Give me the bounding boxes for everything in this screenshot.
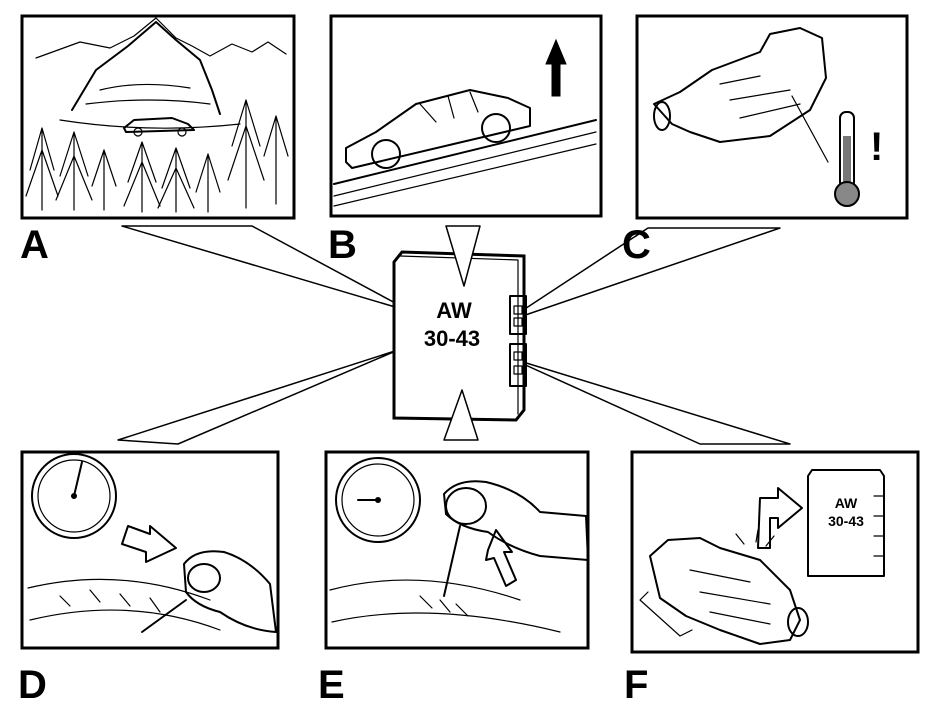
- control-module-body: [392, 250, 526, 422]
- module-label-line2: 30-43: [424, 326, 480, 351]
- panel-e: [324, 450, 590, 650]
- panel-d-frame: [20, 450, 280, 650]
- mountain-road-icon: [25, 17, 289, 213]
- car-uphill-icon: [333, 38, 597, 207]
- panel-a: [20, 14, 296, 220]
- warning-exclamation: !: [870, 125, 883, 169]
- speedometer-accelerator-icon: [27, 453, 277, 633]
- panel-letter-f: F: [624, 663, 648, 707]
- panel-b-frame: [329, 14, 603, 218]
- pointer-a: [121, 225, 413, 313]
- control-module: AW 30-43: [392, 250, 527, 422]
- panel-f-frame: [630, 450, 920, 654]
- panel-d: [20, 450, 280, 650]
- vertical-pointers: [443, 225, 481, 441]
- panel-b: [329, 14, 603, 218]
- pointer-wedges: [117, 225, 791, 445]
- pointer-c: [504, 227, 781, 323]
- panel-c: !: [635, 14, 909, 220]
- pointer-f: [509, 357, 791, 445]
- module-label-line1: AW: [436, 298, 472, 323]
- panel-f-module-line1: AW: [835, 495, 858, 511]
- pointer-b: [445, 225, 481, 287]
- pointer-e: [443, 389, 479, 441]
- panel-f: AW 30-43: [630, 450, 920, 654]
- panel-letter-b: B: [328, 223, 357, 267]
- panel-letter-c: C: [622, 223, 651, 267]
- pointer-d: [117, 349, 399, 445]
- panel-letter-d: D: [18, 663, 47, 707]
- panel-a-frame: [20, 14, 296, 220]
- transmission-control-module-icon: AW 30-43: [639, 469, 885, 645]
- panel-letter-a: A: [20, 223, 49, 267]
- speedometer-gear-selector-icon: [329, 457, 589, 633]
- panel-letters: A B C D E F: [18, 223, 651, 707]
- panel-letter-e: E: [318, 663, 345, 707]
- panel-f-module-line2: 30-43: [828, 513, 864, 529]
- panel-c-frame: [635, 14, 909, 220]
- panel-e-frame: [324, 450, 590, 650]
- transmission-temperature-icon: !: [653, 27, 883, 207]
